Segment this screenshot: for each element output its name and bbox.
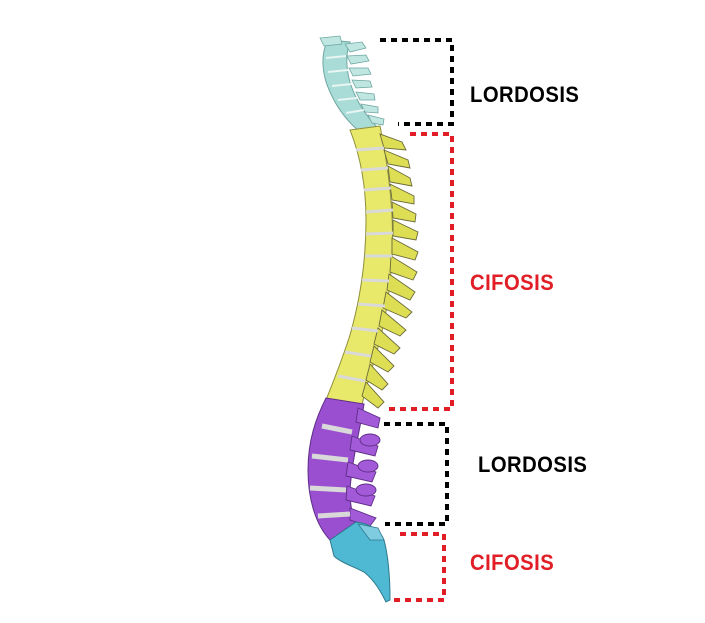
label-lordosis-lumbar: LORDOSIS (478, 452, 588, 477)
bracket-cifosis-thoracic (388, 132, 454, 411)
spine-illustration (307, 35, 419, 603)
cervical-vertebrae (319, 35, 385, 133)
label-cifosis-thoracic: CIFOSIS (470, 270, 555, 295)
label-lordosis-cervical: LORDOSIS (470, 82, 580, 107)
bracket-lordosis-lumbar (384, 422, 449, 526)
lumbar-vertebrae (307, 397, 381, 541)
thoracic-vertebrae (325, 125, 419, 409)
bracket-lordosis-cervical (380, 38, 454, 126)
label-cifosis-sacral: CIFOSIS (470, 550, 555, 575)
sacrum (329, 521, 391, 603)
bracket-cifosis-sacral (390, 532, 446, 602)
